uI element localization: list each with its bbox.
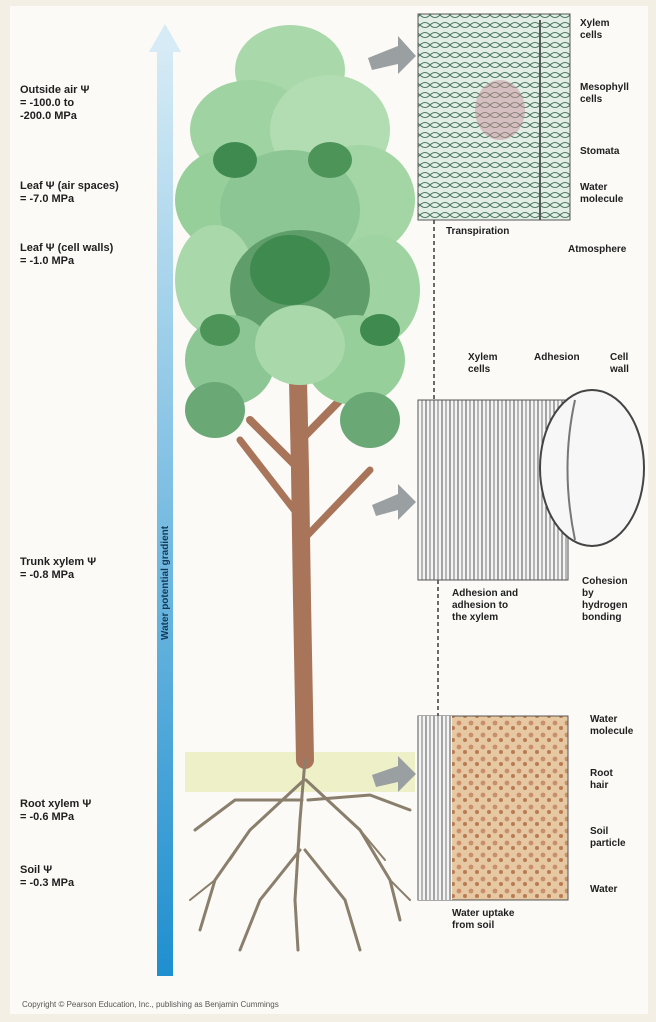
label-cell-wall: Cell wall [610, 352, 629, 376]
label-trunk-xylem: Trunk xylem Ψ = -0.8 MPa [20, 556, 155, 582]
label-soil: Soil Ψ = -0.3 MPa [20, 864, 155, 890]
gradient-arrow-label: Water potential gradient [160, 525, 171, 640]
label-soil-particle: Soil particle [590, 826, 626, 850]
label-root-xylem: Root xylem Ψ = -0.6 MPa [20, 798, 155, 824]
tree-foliage [175, 25, 420, 448]
leaf-inset [418, 14, 570, 220]
label-water: Water [590, 884, 617, 896]
label-adhesion: Adhesion [534, 352, 580, 364]
label-atmosphere: Atmosphere [568, 244, 626, 256]
gradient-arrow [149, 24, 181, 976]
root-inset [418, 716, 568, 900]
label-leaf-cell-walls: Leaf Ψ (cell walls) = -1.0 MPa [20, 242, 155, 268]
label-leaf-air-spaces: Leaf Ψ (air spaces) = -7.0 MPa [20, 180, 155, 206]
label-outside-air: Outside air Ψ = -100.0 to -200.0 MPa [20, 84, 155, 123]
label-root-hair: Root hair [590, 768, 613, 792]
label-water-molecule-top: Water molecule [580, 182, 623, 206]
label-stomata: Stomata [580, 146, 619, 158]
label-adhesion-desc: Adhesion and adhesion to the xylem [452, 588, 518, 624]
label-water-molecule-bot: Water molecule [590, 714, 633, 738]
xylem-inset [418, 390, 644, 580]
copyright-credit: Copyright © Pearson Education, Inc., pub… [22, 1000, 279, 1009]
label-water-uptake: Water uptake from soil [452, 908, 514, 932]
label-transpiration: Transpiration [446, 226, 509, 238]
label-mesophyll-cells: Mesophyll cells [580, 82, 629, 106]
label-xylem-cells-mid: Xylem cells [468, 352, 497, 376]
label-xylem-cells-top: Xylem cells [580, 18, 609, 42]
label-cohesion: Cohesion by hydrogen bonding [582, 576, 628, 624]
